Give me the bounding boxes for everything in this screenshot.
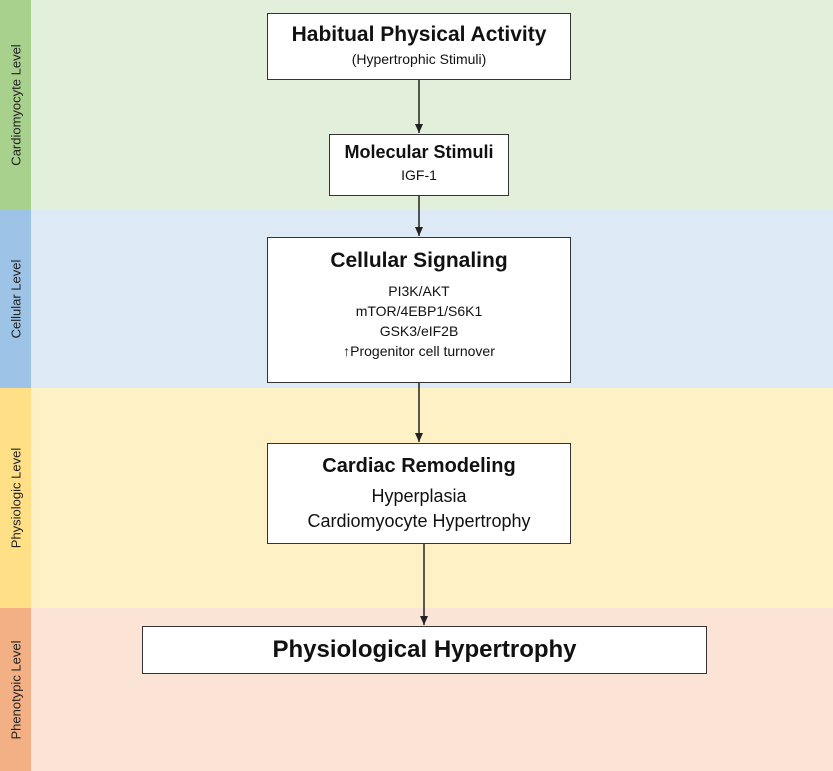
signaling-mtor: mTOR/4EBP1/S6K1 [355, 303, 483, 319]
band-label-cellular: Cellular Level [0, 210, 31, 388]
box-molecular-stimuli: Molecular Stimuli IGF-1 [329, 134, 509, 196]
box-cellular-signaling: Cellular Signaling PI3K/AKT mTOR/4EBP1/S… [267, 237, 571, 383]
signaling-gsk3: GSK3/eIF2B [379, 323, 459, 339]
molecular-title: Molecular Stimuli [344, 142, 494, 162]
remodeling-cardiomyocyte-hypertrophy: Cardiomyocyte Hypertrophy [307, 511, 531, 531]
band-label-phenotypic: Phenotypic Level [0, 608, 31, 771]
box-cardiac-remodeling: Cardiac Remodeling Hyperplasia Cardiomyo… [267, 443, 571, 544]
remodeling-hyperplasia: Hyperplasia [371, 486, 467, 506]
remodeling-title: Cardiac Remodeling [322, 455, 516, 477]
activity-title: Habitual Physical Activity [291, 23, 547, 46]
activity-subtitle: (Hypertrophic Stimuli) [351, 51, 487, 67]
signaling-title: Cellular Signaling [330, 249, 508, 272]
band-label-cardiomyocyte: Cardiomyocyte Level [0, 0, 31, 210]
signaling-pi3k-akt: PI3K/AKT [388, 283, 450, 299]
band-label-physiologic: Physiologic Level [0, 388, 31, 608]
molecular-igf1: IGF-1 [401, 167, 437, 183]
outcome-title: Physiological Hypertrophy [272, 636, 577, 663]
signaling-progenitor: ↑Progenitor cell turnover [343, 343, 495, 359]
box-physiological-hypertrophy: Physiological Hypertrophy [142, 626, 707, 674]
box-habitual-physical-activity: Habitual Physical Activity (Hypertrophic… [267, 13, 571, 80]
